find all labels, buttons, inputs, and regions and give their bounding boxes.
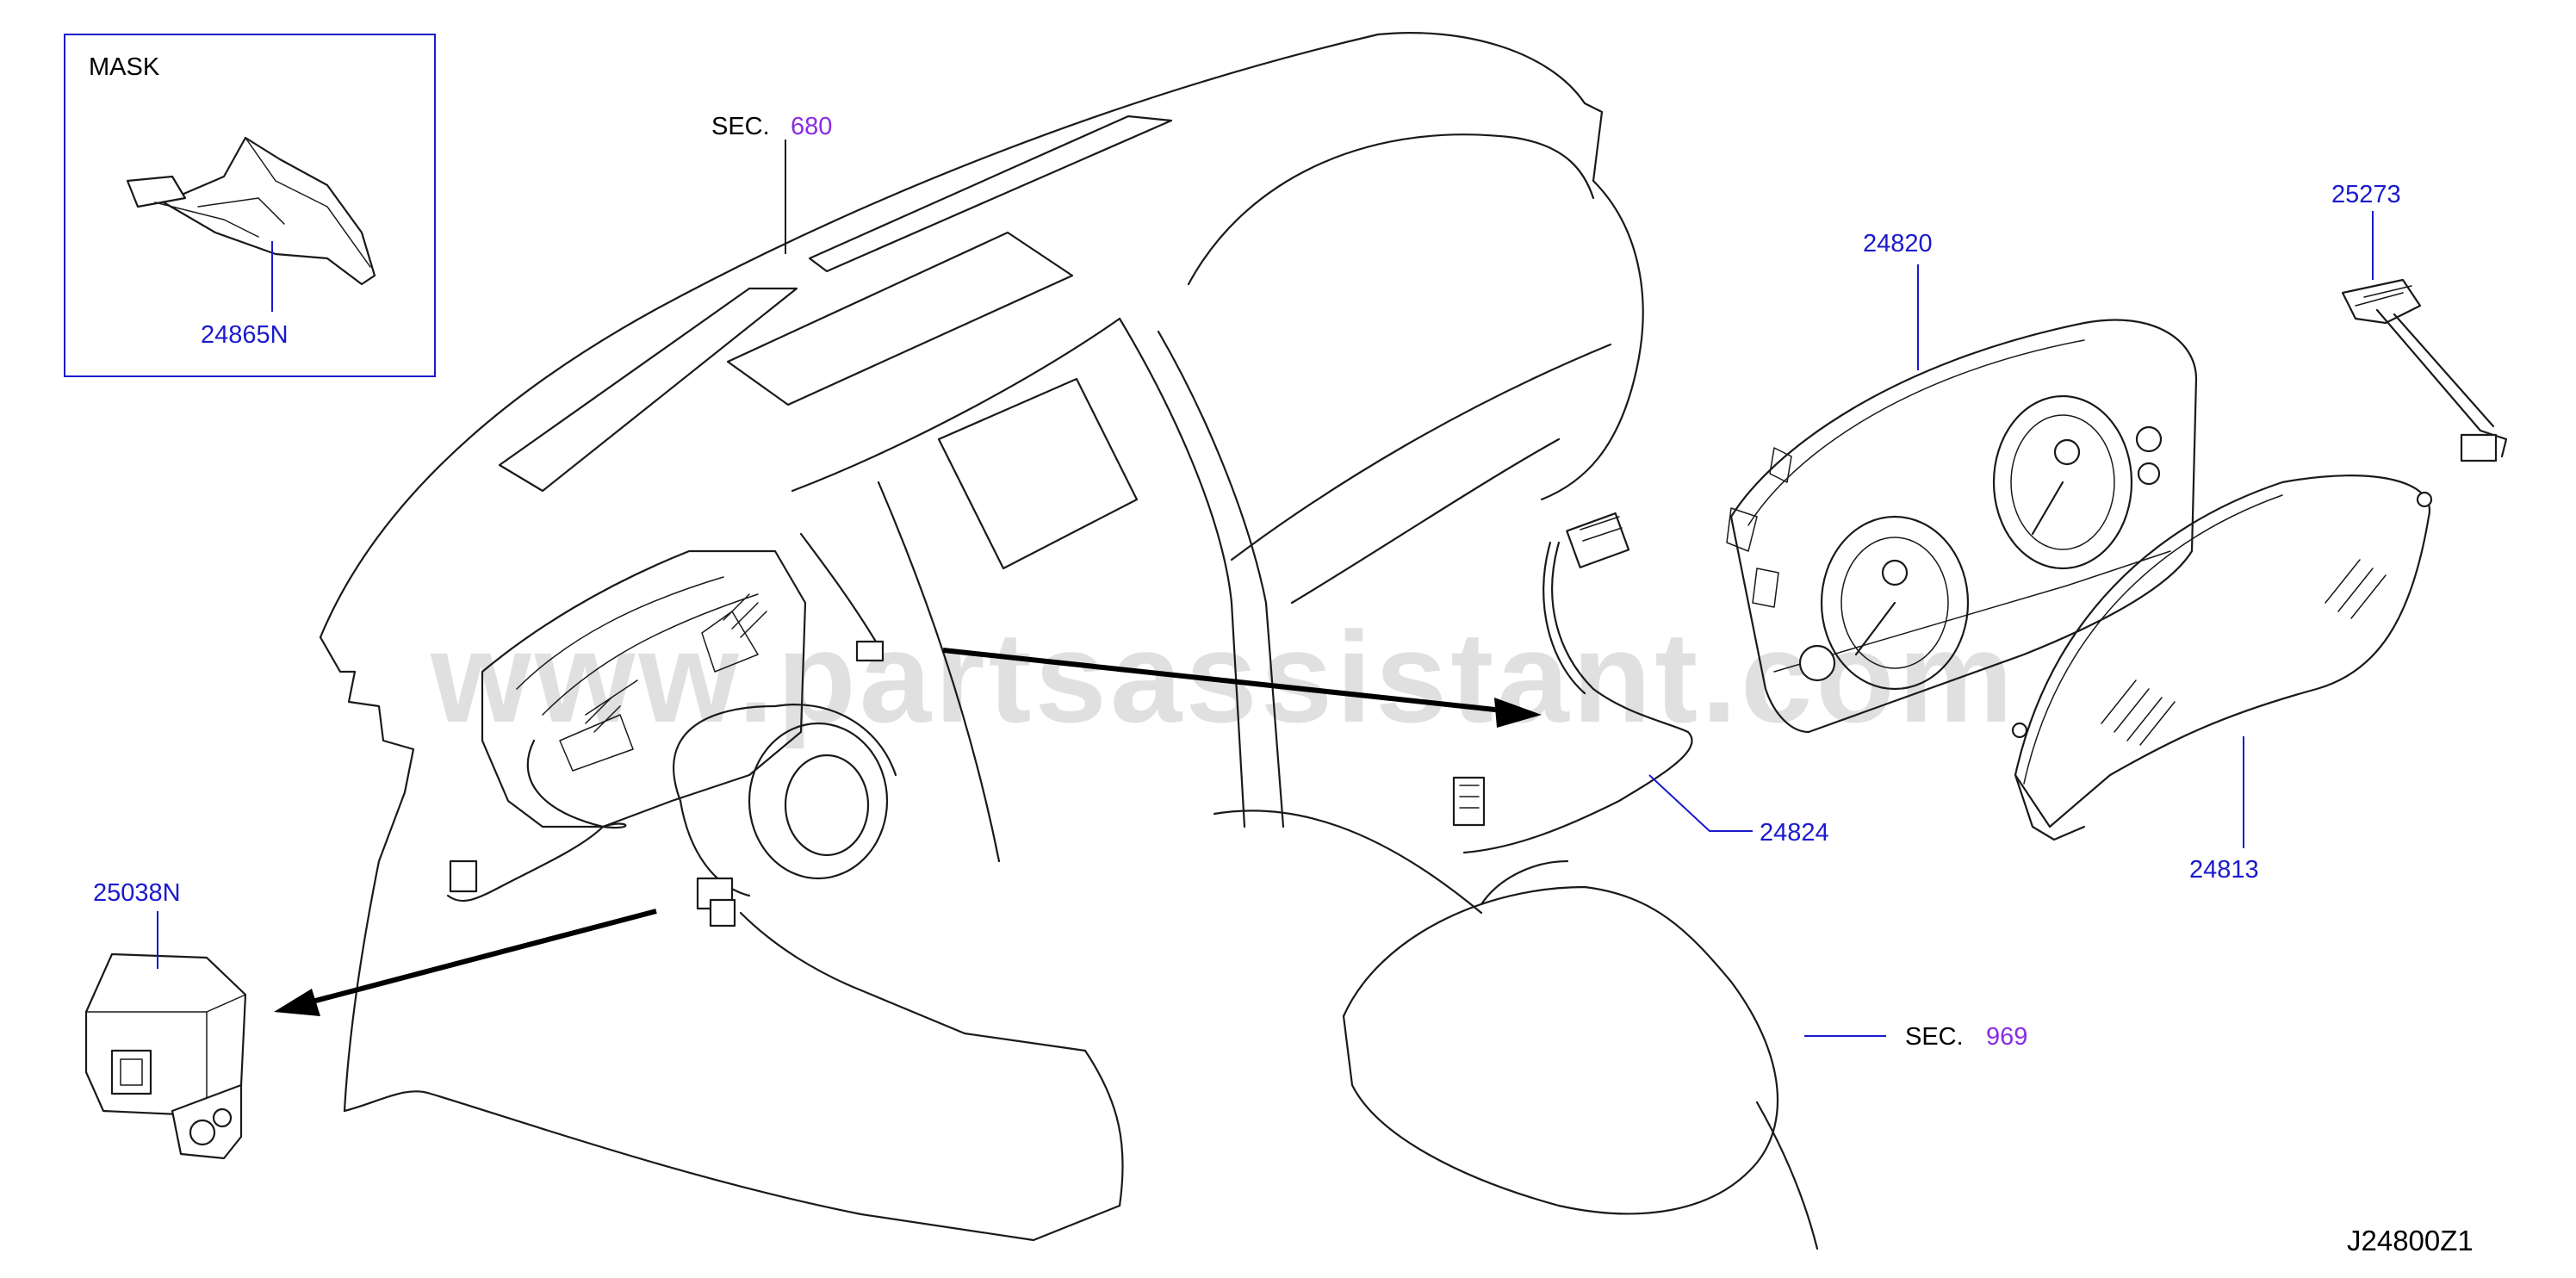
section-refs: SEC. 680 SEC. 969 bbox=[711, 113, 2027, 1051]
part-label-24813: 24813 bbox=[2189, 856, 2259, 884]
sec-969-prefix: SEC. bbox=[1905, 1023, 1964, 1051]
sec-680-prefix: SEC. bbox=[711, 113, 770, 140]
part-label-24824: 24824 bbox=[1760, 819, 1829, 847]
part-leaders bbox=[157, 140, 2374, 1037]
harness-24824-illustration bbox=[1452, 512, 1693, 854]
mask-inset-frame bbox=[64, 34, 436, 377]
diagram-id: J24800Z1 bbox=[2347, 1225, 2474, 1256]
meter-lens-24813-illustration bbox=[2011, 475, 2433, 841]
mask-inset-title: MASK bbox=[89, 53, 160, 81]
mask-inset: MASK 24865N bbox=[64, 34, 436, 377]
dashboard-illustration bbox=[319, 32, 1819, 1250]
sensor-25273-illustration bbox=[2341, 278, 2508, 462]
part-label-25273: 25273 bbox=[2331, 181, 2401, 208]
part-label-24820: 24820 bbox=[1863, 230, 1933, 257]
leader-arrows bbox=[274, 648, 1542, 1016]
meter-assembly-24820-illustration bbox=[1726, 319, 2198, 734]
sec-680-number: 680 bbox=[791, 113, 832, 140]
part-label-24865N: 24865N bbox=[201, 321, 289, 349]
part-label-25038N: 25038N bbox=[93, 879, 181, 907]
sec-969-number: 969 bbox=[1986, 1023, 2027, 1051]
watermark-text: www.partsassistant.com bbox=[430, 605, 2016, 749]
part-labels: 24820 25273 24824 24813 25038N bbox=[93, 181, 2401, 907]
leader-24824 bbox=[1648, 774, 1753, 832]
mask-24865N-illustration bbox=[126, 136, 376, 286]
control-unit-25038N-illustration bbox=[84, 952, 247, 1160]
